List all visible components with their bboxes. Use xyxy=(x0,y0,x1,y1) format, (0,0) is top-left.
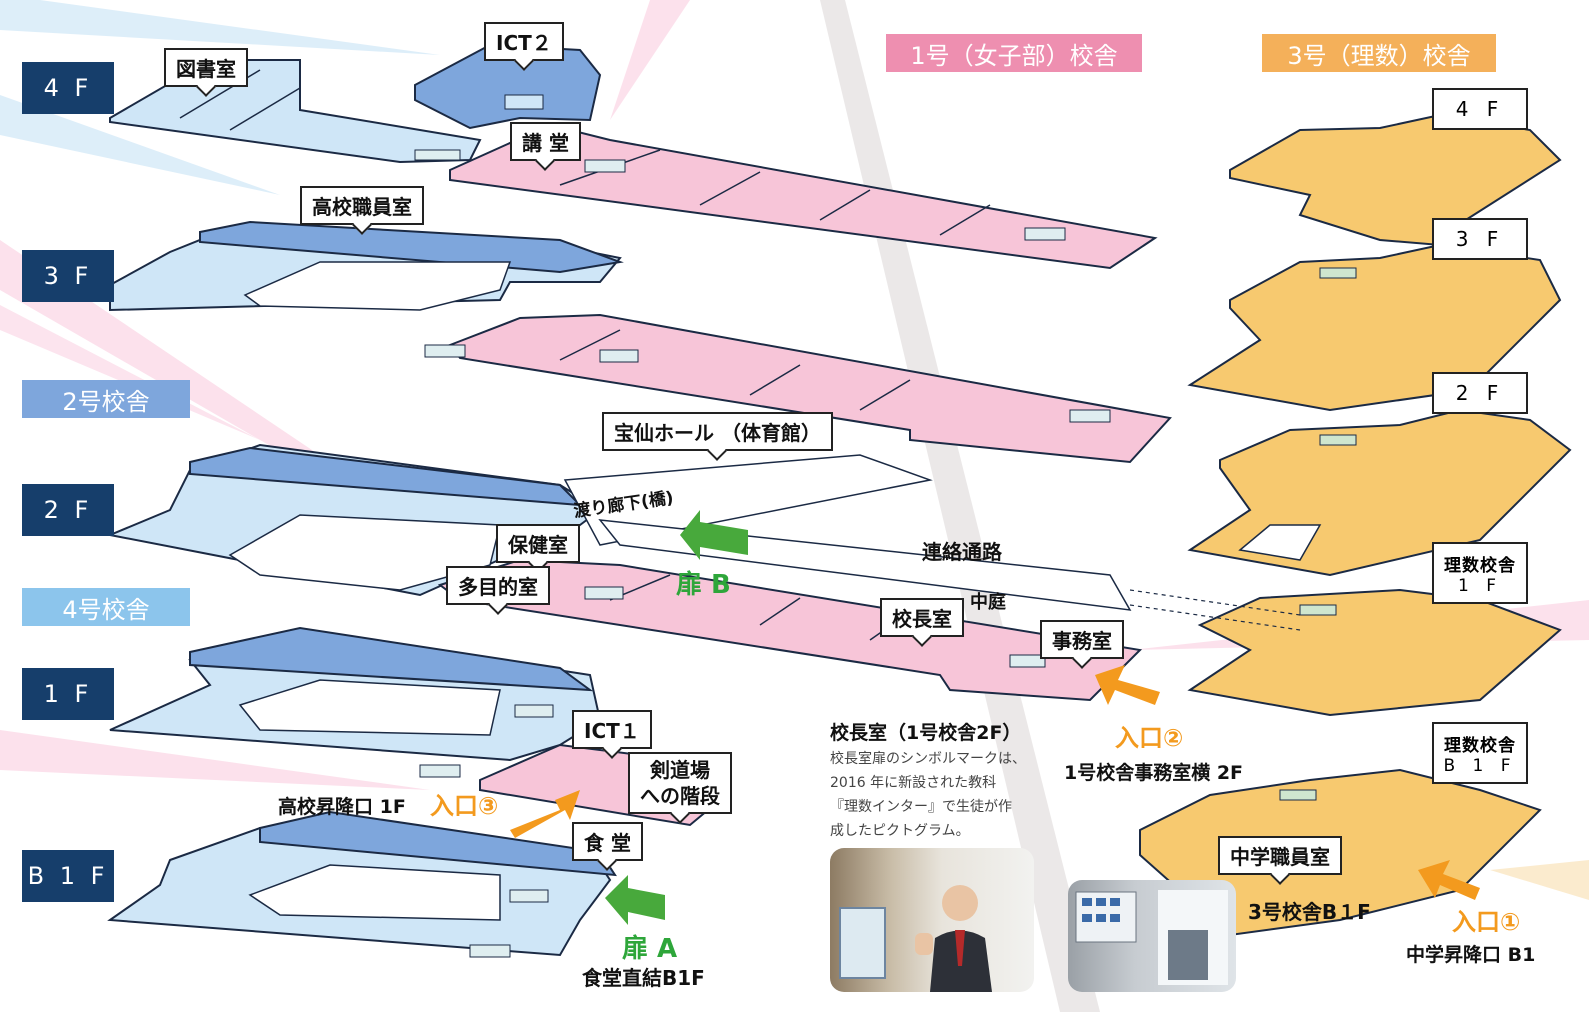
building2-3f-blue xyxy=(199,220,624,274)
building3-3f xyxy=(1187,243,1562,412)
floor-label-2f: 2 F xyxy=(22,484,114,536)
callout-office: 事務室 xyxy=(1040,620,1124,659)
hall-bridge xyxy=(563,454,933,546)
b3-floor-b1f-line2: B 1 F xyxy=(1443,755,1517,776)
callout-library: 図書室 xyxy=(164,48,248,87)
inner-court xyxy=(248,864,501,921)
principal-note-line4: 成したピクトグラム。 xyxy=(830,823,970,839)
callout-principal-room: 校長室 xyxy=(880,598,964,637)
callout-hosen-hall: 宝仙ホール （体育館） xyxy=(602,412,833,451)
stairs xyxy=(1299,604,1337,616)
building3-plans xyxy=(1129,113,1572,937)
arrow-entrance2 xyxy=(1095,665,1160,705)
light-ray xyxy=(610,0,690,120)
stairs xyxy=(1279,789,1317,801)
stairs xyxy=(504,94,544,110)
arrow-door-b xyxy=(680,510,748,560)
b3-floor-1f-line1: 理数校舎 xyxy=(1444,555,1516,576)
arrow-entrance1 xyxy=(1418,860,1480,900)
stairs xyxy=(1024,227,1066,241)
kendo-line2: への階段 xyxy=(640,784,720,808)
pictogram-photo-drawing xyxy=(1075,890,1228,985)
label-courtyard: 中庭 xyxy=(970,592,1006,613)
stairs xyxy=(584,586,624,600)
callout-ms-staff-room: 中学職員室 xyxy=(1218,836,1342,875)
principal-note-line3: 『理数インター』で生徒が作 xyxy=(830,799,1012,815)
stairs xyxy=(599,349,639,363)
building3-2f-court xyxy=(1238,524,1322,561)
stairs xyxy=(419,764,461,778)
photo-principal xyxy=(830,848,1034,992)
stairs xyxy=(514,704,554,718)
b3-floor-b1f: 理数校舎 B 1 F xyxy=(1432,722,1528,784)
b3-floor-1f: 理数校舎 1 F xyxy=(1432,542,1528,604)
stairs xyxy=(414,149,461,161)
callout-multipurpose-room: 多目的室 xyxy=(446,566,550,605)
light-ray xyxy=(0,95,280,195)
building2-2f-blue xyxy=(189,446,583,507)
stairs xyxy=(1009,654,1046,668)
stairs xyxy=(1069,409,1111,423)
stairs xyxy=(1319,267,1357,279)
floor-label-3f: 3 F xyxy=(22,250,114,302)
b3-floor-b1f-line1: 理数校舎 xyxy=(1444,735,1516,756)
building-label-b1: 1号（女子部）校舎 xyxy=(886,34,1142,72)
label-entrance-3: 入口③ xyxy=(430,792,499,820)
photo-pictogram xyxy=(1068,880,1236,992)
label-entrance-2-sub: 1号校舎事務室横 2F xyxy=(1064,762,1244,784)
building-label-b4: 4号校舎 xyxy=(22,588,190,626)
principal-note-line1: 校長室扉のシンボルマークは、 xyxy=(830,751,1026,767)
floor-b1f-plan xyxy=(107,810,617,958)
stairs xyxy=(584,159,626,173)
callout-ict1: ICT１ xyxy=(572,710,652,749)
label-connector: 連絡通路 xyxy=(922,540,1002,564)
b3-floor-4f: 4 F xyxy=(1432,88,1528,130)
inner-court xyxy=(243,261,512,311)
callout-auditorium: 講 堂 xyxy=(510,122,581,161)
stairs xyxy=(469,944,511,958)
callout-health-room: 保健室 xyxy=(496,524,580,563)
light-ray xyxy=(820,0,1100,1012)
floor-label-4f: 4 F xyxy=(22,62,114,114)
building-label-b3: 3号（理数）校舎 xyxy=(1262,34,1496,72)
callout-cafeteria: 食 堂 xyxy=(572,822,643,861)
stairs xyxy=(424,344,466,358)
building4-1f-blue xyxy=(189,626,594,692)
building3-1f xyxy=(1187,588,1562,717)
light-ray xyxy=(1490,860,1589,900)
arrow-door-a xyxy=(605,875,665,925)
label-door-a: 扉 A xyxy=(622,934,678,964)
principal-note-title: 校長室（1号校舎2F） xyxy=(830,722,1022,744)
light-ray xyxy=(0,0,440,55)
floor-3f-plan xyxy=(109,220,1172,464)
floor-1f-plan xyxy=(109,626,722,827)
label-entrance-1-sub: 中学昇降口 B1 xyxy=(1406,944,1536,966)
floor-label-b1f: B 1 F xyxy=(22,850,114,902)
light-ray xyxy=(0,305,260,440)
stairs xyxy=(509,889,549,903)
b3-floor-1f-line2: 1 F xyxy=(1458,575,1502,596)
b3-floor-2f: 2 F xyxy=(1432,372,1528,414)
label-door-b: 扉 B xyxy=(676,570,731,600)
stairs xyxy=(1319,434,1357,446)
label-entrance-3-pre: 高校昇降口 1F xyxy=(278,796,406,818)
b3-floor-3f: 3 F xyxy=(1432,218,1528,260)
callout-kendo-stairs: 剣道場 への階段 xyxy=(628,752,732,814)
floor-label-1f: 1 F xyxy=(22,668,114,720)
label-door-a-sub: 食堂直結B1F xyxy=(582,966,705,990)
kendo-line1: 剣道場 xyxy=(650,758,710,782)
label-b3-b1f-caption: 3号校舎B１F xyxy=(1248,900,1371,924)
arrow-entrance3 xyxy=(510,790,580,838)
inner-court xyxy=(238,679,501,736)
label-entrance-1: 入口① xyxy=(1452,908,1521,936)
building-label-b2: 2号校舎 xyxy=(22,380,190,418)
principal-note-line2: 2016 年に新設された教科 xyxy=(830,775,997,791)
label-entrance-2: 入口② xyxy=(1115,724,1184,752)
principal-photo-drawing xyxy=(839,885,992,992)
light-ray xyxy=(0,730,430,790)
callout-hs-staff-room: 高校職員室 xyxy=(300,186,424,225)
inner-court xyxy=(228,514,501,591)
callout-ict2: ICT２ xyxy=(484,22,564,61)
